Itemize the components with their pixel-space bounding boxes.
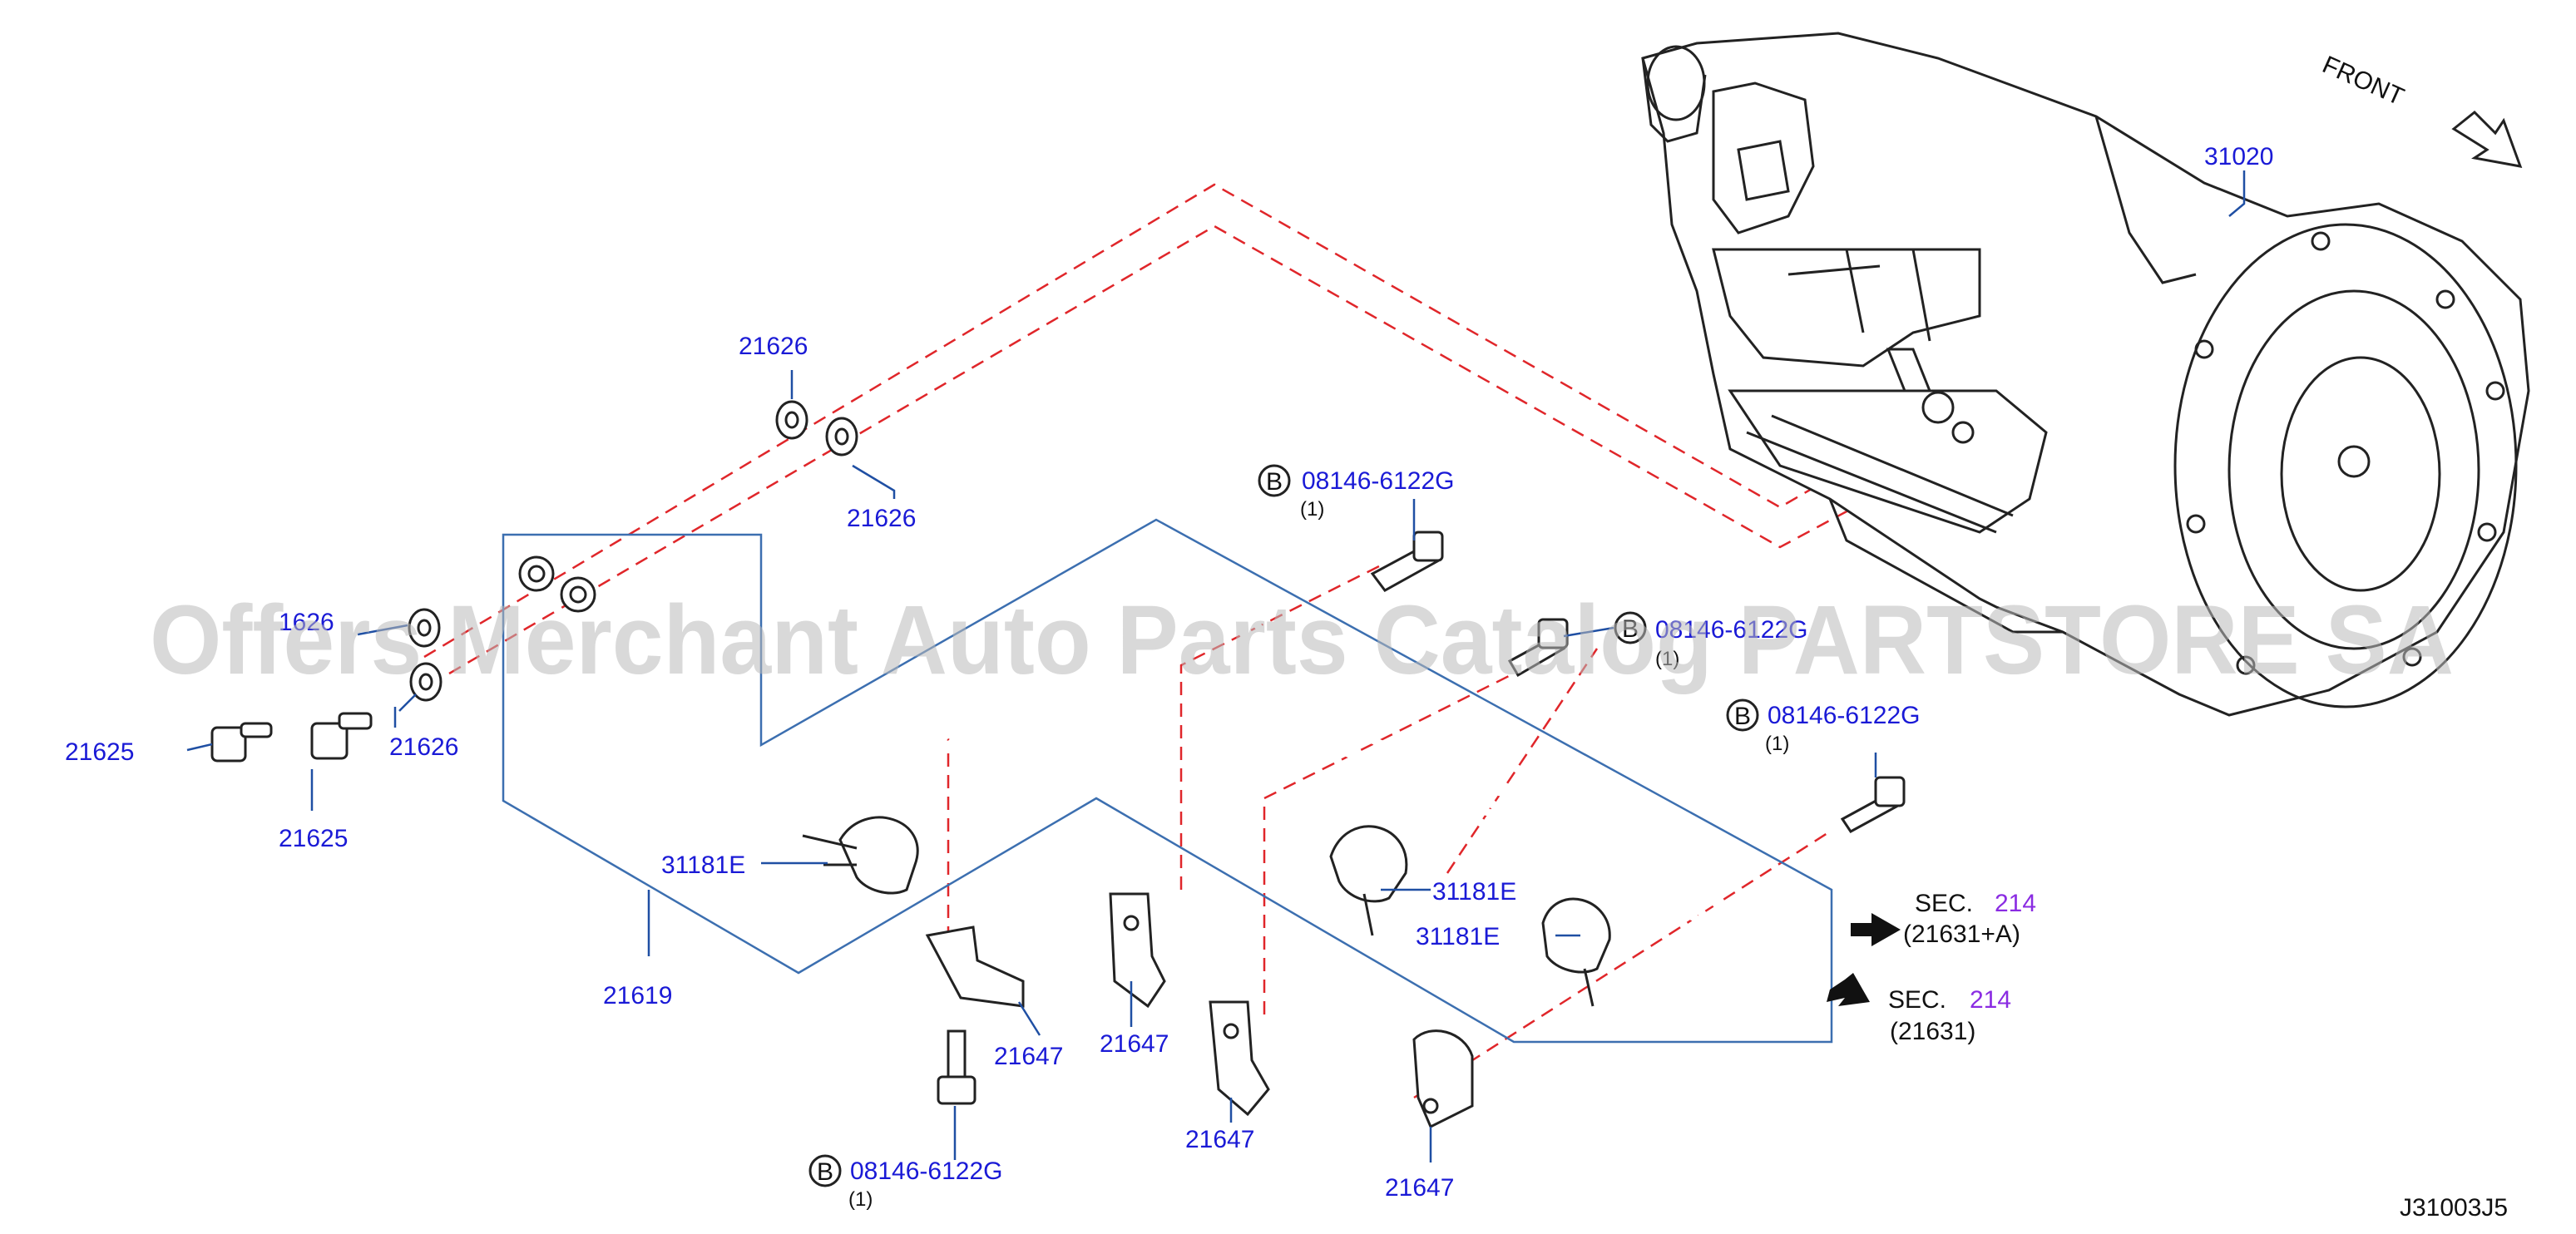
label-eye-bolt-2[interactable]: 21625 [279,825,348,852]
svg-text:B: B [1266,468,1283,496]
label-washer-1[interactable]: 21626 [739,333,808,360]
tube-assembly-frame [502,518,1833,1044]
svg-text:B: B [817,1158,833,1186]
svg-text:B: B [1734,703,1751,730]
watermark: Offers Merchant Auto Parts Catalog PARTS… [150,585,2454,695]
section-1-prefix: SEC. [1915,890,1973,917]
label-washer-partial: 1626 [279,609,334,636]
label-bracket-3[interactable]: 21647 [1185,1126,1254,1153]
label-bracket-2[interactable]: 21647 [1100,1030,1169,1058]
bolt-qty-4: (1) [848,1188,873,1211]
label-transmission[interactable]: 31020 [2204,143,2273,170]
bracket-group[interactable] [925,892,1474,1129]
bolt-qty-1: (1) [1300,498,1324,521]
label-bolt-2[interactable]: 08146-6122G [1655,616,1808,644]
bolt-qty-2: (1) [1655,648,1679,670]
clip-group[interactable] [802,816,1611,1007]
label-washer-2[interactable]: 21626 [847,505,916,532]
bolt-group[interactable] [937,531,1906,1105]
label-bolt-3[interactable]: 08146-6122G [1768,702,1921,729]
section-2-prefix: SEC. [1888,986,1946,1014]
label-washer-3[interactable]: 21626 [389,733,458,761]
label-eye-bolt-1[interactable]: 21625 [65,738,134,766]
section-1-number: 214 [1995,890,2036,917]
svg-text:B: B [1622,615,1639,643]
label-bracket-4[interactable]: 21647 [1385,1174,1454,1202]
label-bolt-4[interactable]: 08146-6122G [850,1157,1003,1185]
bolt-marker-3: B [1726,698,1759,732]
bolt-qty-3: (1) [1765,733,1789,755]
label-clip-1[interactable]: 31181E [661,851,745,879]
section-2-ref: (21631) [1890,1018,1975,1045]
bolt-marker-1: B [1258,464,1291,497]
section-2-number: 214 [1970,986,2011,1014]
eye-bolt-group[interactable] [210,712,373,763]
section-arrows [1827,913,1901,1006]
transmission-assembly[interactable] [1641,32,2530,717]
label-tube-assembly[interactable]: 21619 [603,982,672,1009]
section-1-ref: (21631+A) [1903,921,2020,948]
bolt-markers: B B B B [808,464,1759,1187]
label-bolt-1[interactable]: 08146-6122G [1302,467,1455,495]
part-labels: 31020 21626 21626 21626 1626 21625 21625… [65,143,2273,1211]
washer-group[interactable] [408,400,858,702]
front-arrow [2451,110,2523,168]
bolt-marker-4: B [808,1154,842,1187]
drawing-code: J31003J5 [2400,1194,2508,1222]
label-clip-3[interactable]: 31181E [1416,923,1500,950]
label-clip-2[interactable]: 31181E [1432,878,1516,906]
bolt-marker-2: B [1614,611,1647,644]
leader-lines [186,170,2246,1162]
label-bracket-1[interactable]: 21647 [994,1043,1063,1070]
oil-cooler-tube[interactable] [518,555,1826,969]
section-refs[interactable]: SEC. 214 (21631+A) SEC. 214 (21631) [1888,890,2036,1045]
front-label: FRONT [2318,51,2408,111]
